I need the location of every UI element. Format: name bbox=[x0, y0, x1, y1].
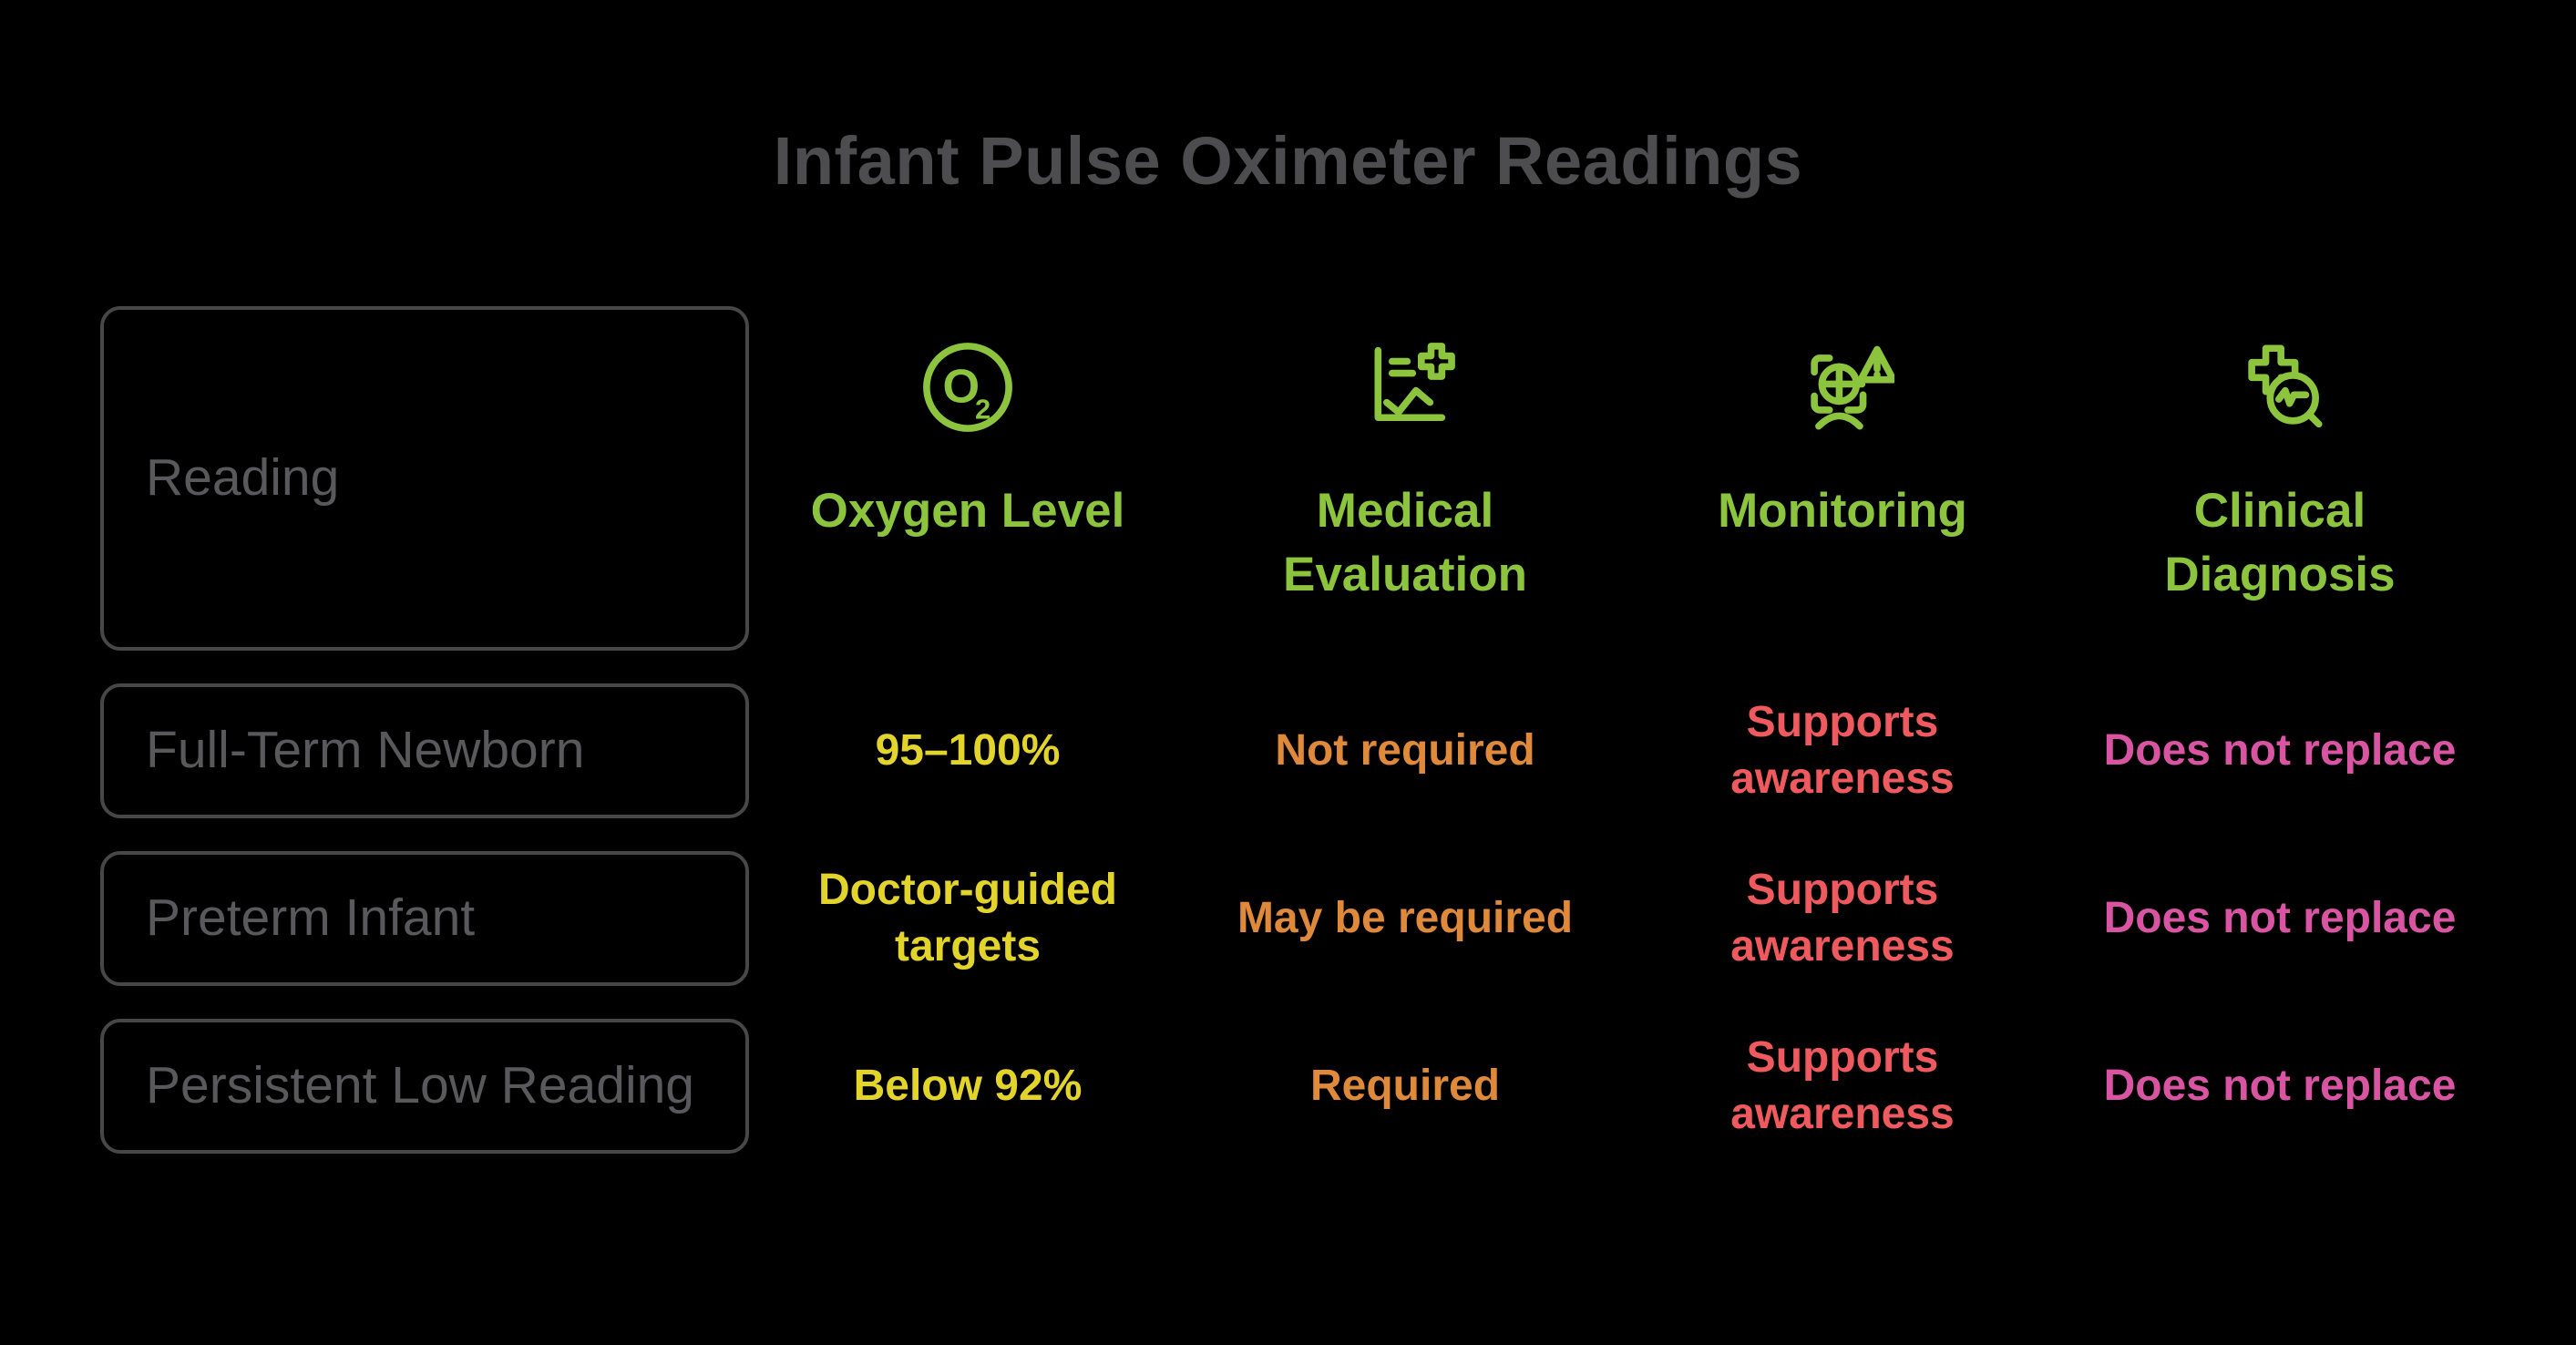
row-label: Persistent Low Reading bbox=[146, 1056, 695, 1115]
row-label: Full-Term Newborn bbox=[146, 721, 585, 780]
page-title: Infant Pulse Oximeter Readings bbox=[773, 123, 1803, 199]
column-header-medical-evaluation: Medical Evaluation bbox=[1186, 306, 1624, 651]
monitoring-alert-icon bbox=[1811, 345, 1894, 430]
chart-medical-plus-icon bbox=[1374, 343, 1455, 422]
row-label-full-term-newborn: Full-Term Newborn bbox=[100, 683, 749, 818]
svg-text:O: O bbox=[943, 361, 980, 414]
cell-evaluation-preterm: May be required bbox=[1237, 893, 1574, 942]
svg-text:2: 2 bbox=[975, 393, 990, 425]
cell-evaluation-persistent-low: Required bbox=[1309, 1061, 1501, 1110]
cell-evaluation-full-term: Not required bbox=[1275, 725, 1535, 775]
row-label: Preterm Infant bbox=[146, 888, 476, 948]
column-header-monitoring: Monitoring bbox=[1624, 306, 2061, 651]
medical-cross-magnifier-icon bbox=[2248, 344, 2323, 428]
corner-label-box: Reading bbox=[100, 306, 749, 651]
column-header-clinical-diagnosis: Clinical Diagnosis bbox=[2061, 306, 2499, 651]
cell-diagnosis-preterm: Does not replace bbox=[2103, 893, 2457, 942]
row-label-persistent-low-reading: Persistent Low Reading bbox=[100, 1019, 749, 1154]
cell-oxygen-persistent-low: Below 92% bbox=[853, 1061, 1083, 1110]
cell-diagnosis-full-term: Does not replace bbox=[2103, 725, 2457, 775]
corner-label: Reading bbox=[146, 448, 340, 508]
cell-monitoring-preterm: Supports awareness bbox=[1730, 865, 1955, 970]
column-header-oxygen-level: O 2 Oxygen Level bbox=[749, 306, 1186, 651]
cell-oxygen-full-term: 95–100% bbox=[875, 725, 1061, 775]
cell-diagnosis-persistent-low: Does not replace bbox=[2103, 1061, 2457, 1110]
column-header-label: Clinical Diagnosis bbox=[2164, 484, 2396, 601]
column-header-label: Monitoring bbox=[1718, 484, 1967, 538]
cell-oxygen-preterm: Doctor-guided targets bbox=[818, 865, 1117, 970]
column-header-label: Oxygen Level bbox=[810, 484, 1125, 538]
cell-monitoring-full-term: Supports awareness bbox=[1730, 697, 1955, 803]
column-header-label: Medical Evaluation bbox=[1282, 484, 1527, 601]
cell-monitoring-persistent-low: Supports awareness bbox=[1730, 1032, 1955, 1138]
oxygen-o2-icon: O 2 bbox=[923, 343, 1012, 432]
comparison-table: Reading O 2 Oxygen Level Medical Evaluat… bbox=[100, 306, 2499, 1154]
row-label-preterm-infant: Preterm Infant bbox=[100, 851, 749, 986]
